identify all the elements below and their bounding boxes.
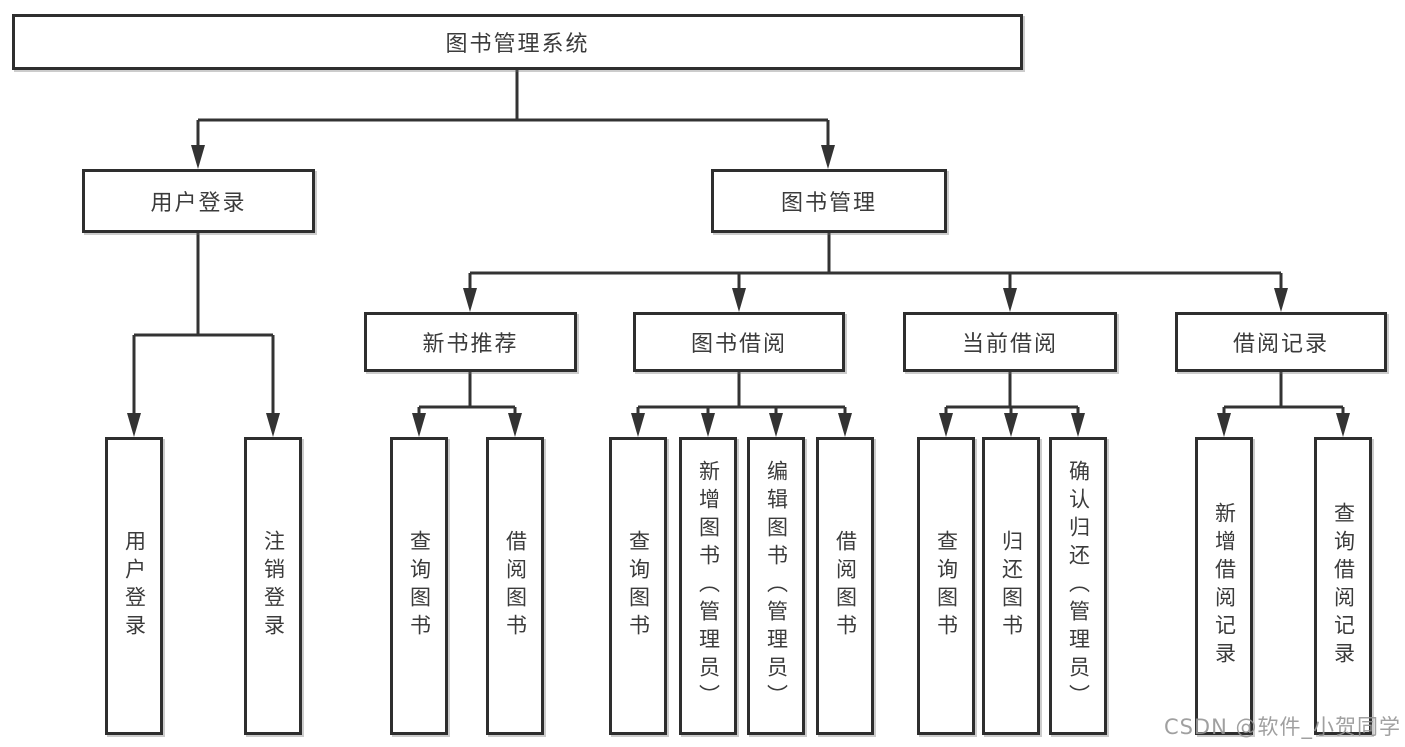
leaf-add-record-label: 新增借阅记录 — [1212, 502, 1237, 670]
arrowhead-icon — [1003, 288, 1017, 312]
leaf-query-book-3: 查询图书 — [917, 437, 975, 735]
arrowhead-icon — [1217, 413, 1231, 437]
connector-bookborrow-to-leaves — [631, 372, 852, 437]
leaf-query-record: 查询借阅记录 — [1314, 437, 1372, 735]
leaf-add-record: 新增借阅记录 — [1195, 437, 1253, 735]
arrowhead-icon — [769, 413, 783, 437]
arrowhead-icon — [1336, 413, 1350, 437]
node-book-mgmt-group: 图书管理 — [711, 169, 947, 233]
leaf-add-book-label: 新增图书（管理员） — [696, 460, 721, 712]
leaf-user-login-label: 用户登录 — [122, 530, 147, 642]
node-book-borrow: 图书借阅 — [633, 312, 845, 372]
connector-root-to-level2 — [191, 70, 835, 169]
node-current-borrow-label: 当前借阅 — [961, 332, 1058, 357]
leaf-query-book-3-label: 查询图书 — [934, 530, 959, 642]
leaf-return-book-label: 归还图书 — [999, 530, 1024, 642]
leaf-borrow-book-2: 借阅图书 — [816, 437, 874, 735]
connector-borrowrecord-to-leaves — [1217, 372, 1350, 437]
node-new-book-rec-label: 新书推荐 — [422, 332, 519, 357]
leaf-user-login: 用户登录 — [105, 437, 163, 735]
leaf-edit-book-label: 编辑图书（管理员） — [764, 460, 789, 712]
arrowhead-icon — [127, 413, 141, 437]
node-book-borrow-label: 图书借阅 — [690, 332, 787, 357]
node-current-borrow: 当前借阅 — [903, 312, 1117, 372]
leaf-borrow-book-2-label: 借阅图书 — [833, 530, 858, 642]
arrowhead-icon — [939, 413, 953, 437]
leaf-borrow-book-1: 借阅图书 — [486, 437, 544, 735]
leaf-logout-label: 注销登录 — [261, 530, 286, 642]
leaf-return-book: 归还图书 — [982, 437, 1040, 735]
arrowhead-icon — [1274, 288, 1288, 312]
leaf-query-record-label: 查询借阅记录 — [1331, 502, 1356, 670]
leaf-borrow-book-1-label: 借阅图书 — [503, 530, 528, 642]
leaf-add-book: 新增图书（管理员） — [679, 437, 737, 735]
leaf-query-book-2-label: 查询图书 — [626, 530, 651, 642]
node-user-login-group: 用户登录 — [82, 169, 315, 233]
node-root-label: 图书管理系统 — [445, 32, 590, 57]
arrowhead-icon — [631, 413, 645, 437]
arrowhead-icon — [1004, 413, 1018, 437]
leaf-confirm-return-label: 确认归还（管理员） — [1066, 460, 1091, 712]
arrowhead-icon — [732, 288, 746, 312]
leaf-query-book-2: 查询图书 — [609, 437, 667, 735]
arrowhead-icon — [463, 288, 477, 312]
node-user-login-group-label: 用户登录 — [150, 191, 247, 216]
connector-currentborrow-to-leaves — [939, 372, 1085, 437]
arrowhead-icon — [821, 145, 835, 169]
connector-bookmgmt-to-level3 — [463, 233, 1288, 312]
node-new-book-rec: 新书推荐 — [364, 312, 577, 372]
node-book-mgmt-group-label: 图书管理 — [780, 191, 877, 216]
leaf-edit-book: 编辑图书（管理员） — [747, 437, 805, 735]
arrowhead-icon — [508, 413, 522, 437]
arrowhead-icon — [266, 413, 280, 437]
leaf-confirm-return: 确认归还（管理员） — [1049, 437, 1107, 735]
csdn-watermark: CSDN @软件_小贺同学 — [1163, 715, 1401, 739]
arrowhead-icon — [412, 413, 426, 437]
node-root: 图书管理系统 — [12, 14, 1023, 70]
arrowhead-icon — [191, 145, 205, 169]
arrowhead-icon — [838, 413, 852, 437]
arrowhead-icon — [701, 413, 715, 437]
leaf-query-book-1-label: 查询图书 — [407, 530, 432, 642]
arrowhead-icon — [1071, 413, 1085, 437]
node-borrow-record-label: 借阅记录 — [1232, 332, 1329, 357]
connector-userlogin-to-leaves — [127, 233, 280, 437]
leaf-logout: 注销登录 — [244, 437, 302, 735]
node-borrow-record: 借阅记录 — [1175, 312, 1387, 372]
leaf-query-book-1: 查询图书 — [390, 437, 448, 735]
connector-newbookrec-to-leaves — [412, 372, 522, 437]
